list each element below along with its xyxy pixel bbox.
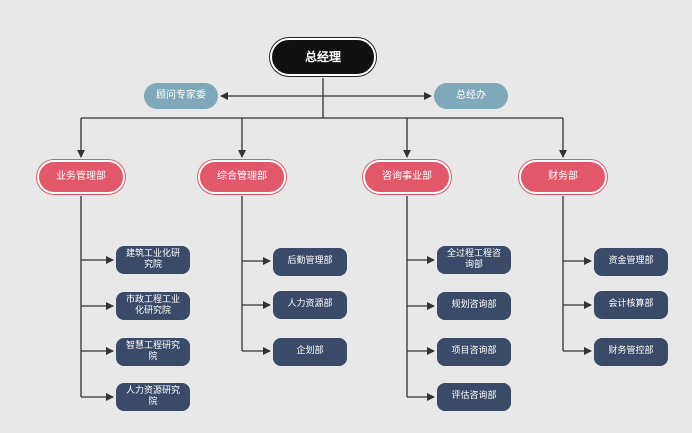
sub-node-financial-control[interactable]: 财务管控部 [594, 338, 668, 366]
dept-node-consulting[interactable]: 咨询事业部 [363, 160, 451, 194]
sub-node-hr[interactable]: 人力资源部 [273, 291, 347, 319]
sub-node-logistics[interactable]: 后勤管理部 [273, 248, 347, 276]
sub-node-building-industrialization[interactable]: 建筑工业化研究院 [116, 246, 190, 274]
sub-node-planning[interactable]: 企划部 [273, 338, 347, 366]
sub-node-hr-institute[interactable]: 人力资源研究院 [116, 383, 190, 411]
sub-node-accounting[interactable]: 会计核算部 [594, 291, 668, 319]
root-node[interactable]: 总经理 [270, 38, 376, 76]
sub-node-project-consulting[interactable]: 项目咨询部 [437, 338, 511, 366]
sub-node-smart-engineering[interactable]: 智慧工程研究院 [116, 338, 190, 366]
sub-node-municipal-industrialization[interactable]: 市政工程工业化研究院 [116, 292, 190, 320]
dept-node-business-management[interactable]: 业务管理部 [37, 160, 125, 194]
advisor-node-expert-committee[interactable]: 顾问专家委 [144, 83, 218, 109]
sub-node-whole-process-consulting[interactable]: 全过程工程咨询部 [437, 246, 511, 274]
sub-node-evaluation-consulting[interactable]: 评估咨询部 [437, 383, 511, 411]
advisor-node-general-office[interactable]: 总经办 [434, 83, 508, 109]
sub-node-planning-consulting[interactable]: 规划咨询部 [437, 292, 511, 320]
sub-node-fund-management[interactable]: 资金管理部 [594, 248, 668, 276]
dept-node-general-management[interactable]: 综合管理部 [198, 160, 286, 194]
dept-node-finance[interactable]: 财务部 [519, 160, 607, 194]
